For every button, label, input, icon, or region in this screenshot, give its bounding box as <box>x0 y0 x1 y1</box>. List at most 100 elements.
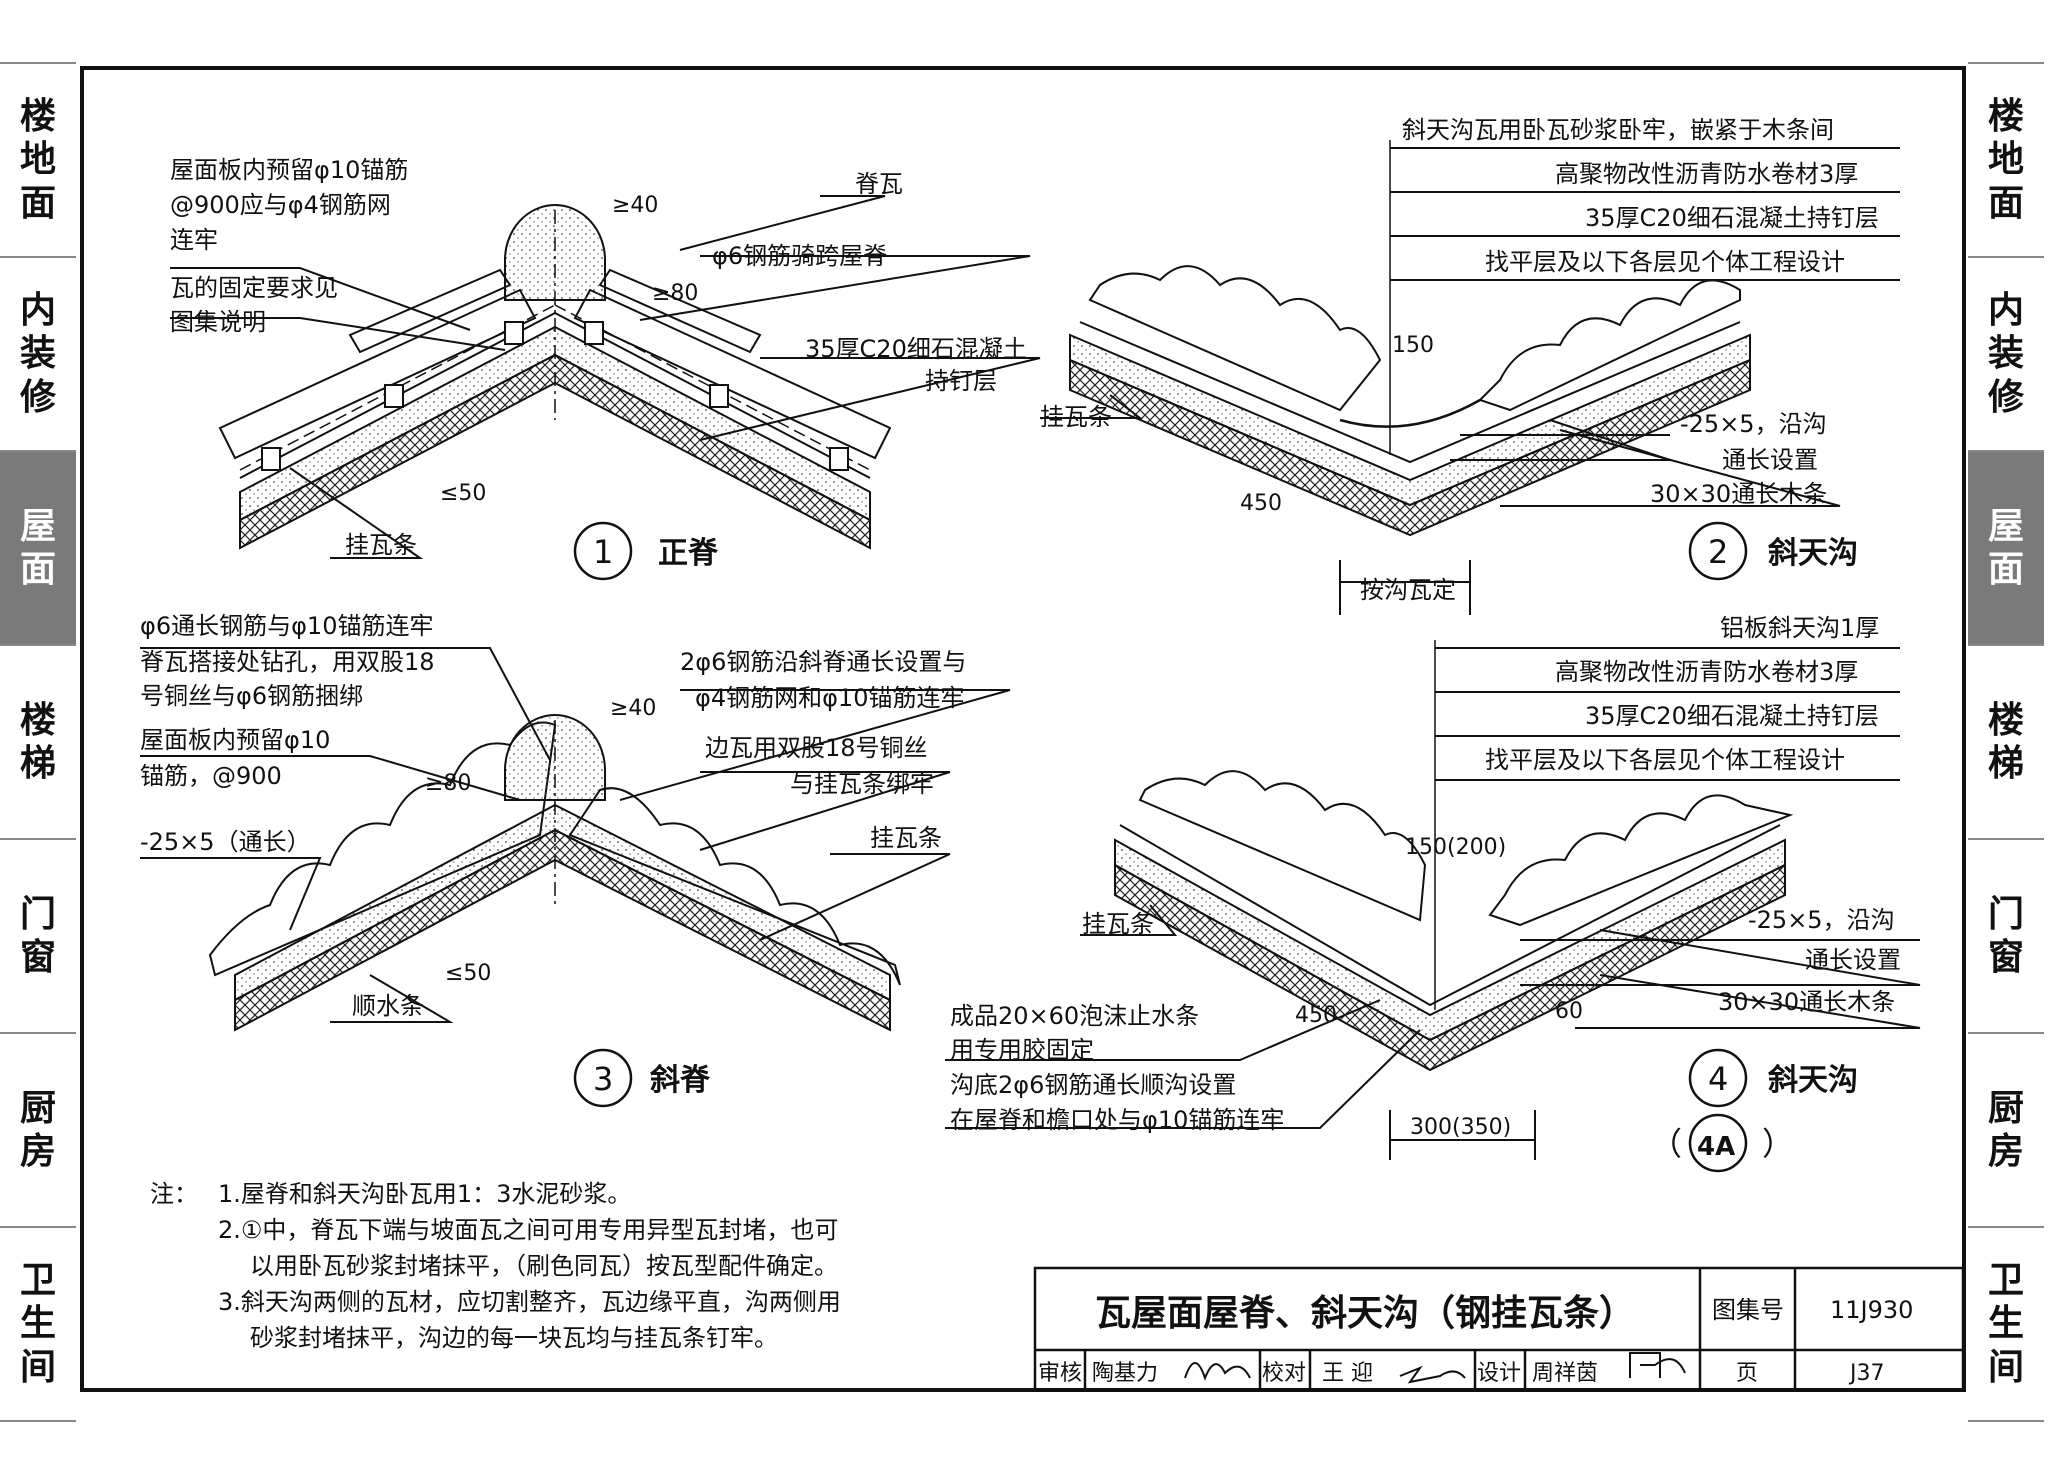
tab-char: 修 <box>1987 376 2024 418</box>
d3-dim-50: ≤50 <box>445 961 491 986</box>
detail-3-hip <box>140 647 1011 1032</box>
tab-char: 面 <box>19 549 56 590</box>
d4-paren-close: ） <box>1762 1125 1794 1163</box>
d1-dim-80: ≥80 <box>652 281 698 306</box>
tab-char: 地 <box>19 139 56 181</box>
d2-l4: 找平层及以下各层见个体工程设计 <box>1485 248 1845 276</box>
d3-dim-40: ≥40 <box>610 696 656 721</box>
right-tab-1[interactable]: 内装修 <box>1968 258 2044 452</box>
right-tab-3[interactable]: 楼梯 <box>1968 646 2044 840</box>
d4-l4: 找平层及以下各层见个体工程设计 <box>1485 746 1845 774</box>
d1-dim-40: ≥40 <box>612 193 658 218</box>
tab-char: 间 <box>19 1346 56 1388</box>
d4-l3: 35厚C20细石混凝土持钉层 <box>1585 702 1879 730</box>
note-3b: 砂浆封堵抹平，沟边的每一块瓦均与挂瓦条钉牢。 <box>250 1324 778 1352</box>
d1-number: 1 <box>593 533 613 571</box>
note-2a: 2.①中，脊瓦下端与坡面瓦之间可用专用异型瓦封堵，也可 <box>218 1216 838 1244</box>
tab-char: 屋 <box>19 505 56 547</box>
d3-strip: -25×5（通长） <box>140 828 311 856</box>
d2-l1: 斜天沟瓦用卧瓦砂浆卧牢，嵌紧于木条间 <box>1402 116 1834 144</box>
left-tab-0[interactable]: 楼地面 <box>0 62 76 258</box>
right-tab-5[interactable]: 厨房 <box>1968 1034 2044 1228</box>
tab-char: 梯 <box>1987 743 2024 784</box>
left-tab-column: 楼地面内装修屋面楼梯门窗厨房卫生间 <box>0 62 76 1422</box>
d4-paren-open: （ <box>1650 1125 1682 1163</box>
d3-l2: 脊瓦搭接处钻孔，用双股18 <box>140 648 435 676</box>
left-tab-4[interactable]: 门窗 <box>0 840 76 1034</box>
tab-char: 楼 <box>19 699 56 741</box>
d2-title: 斜天沟 <box>1768 536 1858 571</box>
design-signature <box>1629 1352 1686 1378</box>
d3-batten: 挂瓦条 <box>870 824 942 852</box>
d3-r3: 边瓦用双股18号铜丝 <box>705 734 928 762</box>
d1-anchor-l3: 连牢 <box>170 226 218 254</box>
tab-char: 窗 <box>1987 937 2024 978</box>
title-block <box>1033 1266 1965 1392</box>
d4-dim-300: 300(350) <box>1410 1115 1511 1140</box>
d3-title: 斜脊 <box>650 1063 711 1098</box>
detail-markers <box>573 521 1748 1173</box>
tab-char: 厨 <box>1987 1087 2024 1129</box>
tab-char: 门 <box>1987 893 2024 935</box>
left-tab-3[interactable]: 楼梯 <box>0 646 76 840</box>
tab-char: 修 <box>19 376 56 418</box>
d3-number: 3 <box>593 1060 613 1098</box>
note-3a: 3.斜天沟两侧的瓦材，应切割整齐，瓦边缘平直，沟两侧用 <box>218 1288 841 1316</box>
d1-anchor-l1: 屋面板内预留φ10锚筋 <box>170 156 408 184</box>
left-tab-5[interactable]: 厨房 <box>0 1034 76 1228</box>
tab-char: 楼 <box>1987 96 2024 138</box>
right-tab-column: 楼地面内装修屋面楼梯门窗厨房卫生间 <box>1968 62 2044 1422</box>
d2-batten: 挂瓦条 <box>1040 403 1112 431</box>
d3-r2: φ4钢筋网和φ10锚筋连牢 <box>695 684 964 712</box>
tab-char: 房 <box>19 1131 56 1172</box>
tab-char: 内 <box>1987 290 2024 332</box>
d2-dim-450: 450 <box>1240 491 1282 516</box>
tab-char: 厨 <box>19 1087 56 1129</box>
d3-l1: φ6通长钢筋与φ10锚筋连牢 <box>140 612 433 640</box>
note-1: 1.屋脊和斜天沟卧瓦用1：3水泥砂浆。 <box>218 1180 631 1208</box>
d2-strip-l2: 通长设置 <box>1722 446 1818 474</box>
left-tab-1[interactable]: 内装修 <box>0 258 76 452</box>
d4-dim-150: 150(200) <box>1405 835 1506 860</box>
d4-alt: 4A <box>1697 1132 1735 1162</box>
d2-dim-150: 150 <box>1392 333 1434 358</box>
d1-anchor-l2: @900应与φ4钢筋网 <box>170 191 391 219</box>
d2-strip-l1: -25×5，沿沟 <box>1680 410 1827 438</box>
page-label: 页 <box>1736 1361 1758 1386</box>
left-tab-6[interactable]: 卫生间 <box>0 1228 76 1422</box>
d4-strip-l2: 通长设置 <box>1805 946 1901 974</box>
tab-char: 门 <box>19 893 56 935</box>
d4-wood: 30×30通长木条 <box>1718 988 1895 1016</box>
tab-char: 生 <box>19 1303 56 1345</box>
left-tab-2[interactable]: 屋面 <box>0 452 76 646</box>
detail-1-ridge <box>170 195 1041 559</box>
tab-char: 生 <box>1987 1303 2024 1345</box>
d1-fix-l1: 瓦的固定要求见 <box>170 274 338 302</box>
right-tab-6[interactable]: 卫生间 <box>1968 1228 2044 1422</box>
title-block-text: 瓦屋面屋脊、斜天沟（钢挂瓦条） 图集号 11J930 页 J37 审核 陶基力 … <box>1038 1293 1913 1386</box>
tab-char: 间 <box>1987 1346 2024 1388</box>
page-number: J37 <box>1848 1361 1884 1386</box>
d1-ridge-tile: 脊瓦 <box>855 170 903 198</box>
detail-4-valley <box>945 640 1921 1160</box>
d3-l5: 锚筋，@900 <box>140 762 282 790</box>
right-tab-4[interactable]: 门窗 <box>1968 840 2044 1034</box>
note-2b: 以用卧瓦砂浆封堵抹平，（刷色同瓦）按瓦型配件确定。 <box>250 1252 838 1280</box>
drawing-labels: 屋面板内预留φ10锚筋 @900应与φ4钢筋网 连牢 瓦的固定要求见 图集说明 … <box>140 116 1901 1352</box>
tab-char: 房 <box>1987 1131 2024 1172</box>
tab-char: 装 <box>1987 333 2024 375</box>
right-tab-0[interactable]: 楼地面 <box>1968 62 2044 258</box>
d4-foam-l1: 成品20×60泡沫止水条 <box>950 1002 1199 1030</box>
d2-l3: 35厚C20细石混凝土持钉层 <box>1585 204 1879 232</box>
review-signature <box>1184 1362 1251 1381</box>
sheet-title: 瓦屋面屋脊、斜天沟（钢挂瓦条） <box>1095 1293 1635 1334</box>
tab-char: 卫 <box>1987 1260 2024 1302</box>
d3-r1: 2φ6钢筋沿斜脊通长设置与 <box>680 648 966 676</box>
check-name: 王 迎 <box>1322 1361 1373 1386</box>
tab-char: 楼 <box>19 96 56 138</box>
d1-steel-ridge: φ6钢筋骑跨屋脊 <box>712 242 887 270</box>
d1-concrete-l1: 35厚C20细石混凝土 <box>805 335 1027 363</box>
d4-dim-60: 60 <box>1555 999 1583 1024</box>
right-tab-2[interactable]: 屋面 <box>1968 452 2044 646</box>
